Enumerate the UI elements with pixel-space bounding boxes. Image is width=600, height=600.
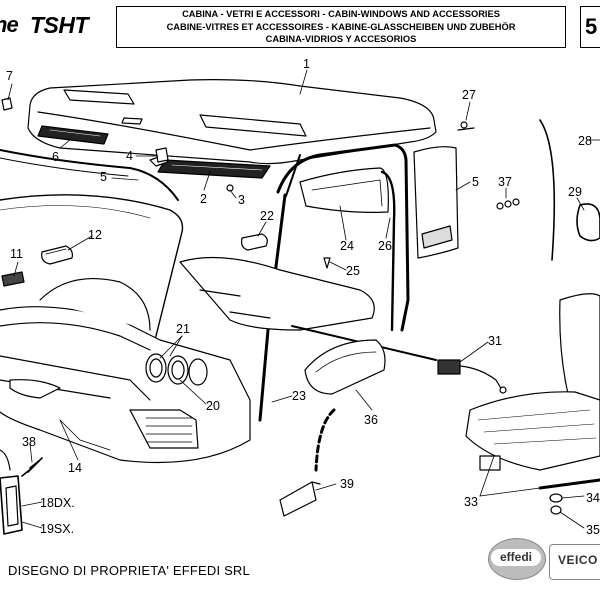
model-name: TSHT 35 (30, 12, 89, 42)
callout-27: 27 (462, 88, 476, 102)
veico-logo-frame (549, 544, 600, 580)
callout-34: 34 (586, 491, 600, 505)
callout-36: 36 (364, 413, 378, 427)
callout-5-left: 5 (100, 170, 107, 184)
part-27 (457, 121, 475, 131)
callout-2: 2 (200, 192, 207, 206)
bracket-39 (279, 481, 321, 517)
part-11 (1, 271, 25, 287)
page-header: ne TSHT 35 CABINA - VETRI E ACCESSORI - … (0, 0, 600, 50)
seal-26 (380, 170, 396, 332)
callout-29: 29 (568, 185, 582, 199)
brand-logo: ne TSHT 35 (0, 8, 110, 42)
callout-22: 22 (260, 209, 274, 223)
callout-33: 33 (464, 495, 478, 509)
screw-25 (323, 257, 331, 269)
headrest-29 (576, 203, 600, 242)
callout-19: 19SX. (40, 522, 74, 536)
callout-39: 39 (340, 477, 354, 491)
screws-37 (496, 198, 520, 210)
side-window-24 (299, 167, 389, 213)
brand-fragment: ne (0, 12, 19, 37)
roof-part (27, 79, 437, 165)
callout-12: 12 (88, 228, 102, 242)
rear-panel-28 (539, 119, 556, 261)
callout-31: 31 (488, 334, 502, 348)
ownership-text: DISEGNO DI PROPRIETA' EFFEDI SRL (8, 563, 250, 578)
roof-liner-2 (157, 159, 271, 179)
part-31 (437, 359, 507, 394)
callout-28: 28 (578, 134, 592, 148)
part-12 (41, 245, 73, 265)
part-4 (155, 147, 169, 163)
windscreen (0, 194, 184, 361)
callout-24: 24 (340, 239, 354, 253)
seal-23 (314, 408, 336, 472)
callout-6: 6 (52, 150, 59, 164)
callout-1: 1 (303, 57, 310, 71)
seat-33 (465, 293, 600, 490)
callout-18: 18DX. (40, 496, 75, 510)
part-7 (1, 97, 13, 111)
part-36 (304, 339, 386, 395)
callout-26: 26 (378, 239, 392, 253)
effedi-logo: effedi (486, 536, 546, 580)
callout-7: 7 (6, 69, 13, 83)
callout-25: 25 (346, 264, 360, 278)
veico-logo-text: VEICO (558, 553, 598, 567)
callout-5-right: 5 (472, 175, 479, 189)
callout-23: 23 (292, 389, 306, 403)
title-line-3: CABINA-VIDRIOS Y ACCESORIOS (265, 34, 417, 44)
callout-38: 38 (22, 435, 36, 449)
effedi-logo-text: effedi (491, 549, 541, 566)
part-34 (549, 493, 563, 503)
page-number-box: 5 (580, 6, 600, 48)
title-line-2: CABINE-VITRES ET ACCESSOIRES - KABINE-GL… (166, 21, 516, 32)
section-title-box: CABINA - VETRI E ACCESSORI - CABIN-WINDO… (116, 6, 566, 48)
leader-lines (7, 69, 600, 529)
callout-3: 3 (238, 193, 245, 207)
lamp-18-19 (0, 449, 23, 535)
cabin-frame (258, 143, 410, 422)
callout-21: 21 (176, 322, 190, 336)
rear-window-5 (413, 146, 459, 259)
lights-21 (145, 353, 208, 386)
page-number: 5 (585, 14, 598, 39)
callout-35: 35 (586, 523, 600, 537)
callout-20: 20 (206, 399, 220, 413)
title-line-1: CABINA - VETRI E ACCESSORI - CABIN-WINDO… (182, 9, 500, 19)
callout-14: 14 (68, 461, 82, 475)
roof-liner-6 (37, 125, 109, 145)
cabin-floor-14 (0, 256, 375, 464)
exploded-parts-diagram: 1 2 3 4 5 5 6 7 11 12 14 18DX. 19SX. 20 … (0, 57, 600, 537)
callout-37: 37 (498, 175, 512, 189)
spring-38 (21, 457, 43, 477)
part-35 (550, 505, 562, 515)
callout-4: 4 (126, 149, 133, 163)
callout-11: 11 (10, 247, 23, 261)
handle-22 (241, 233, 268, 251)
